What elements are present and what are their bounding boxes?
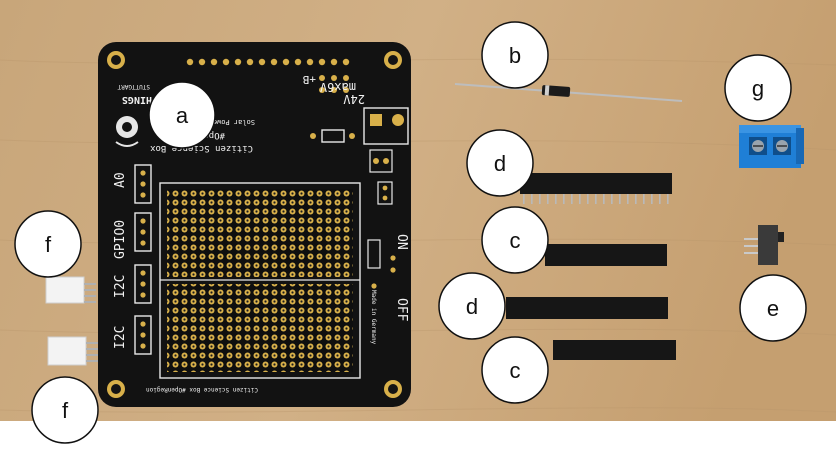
label-f2-text: f xyxy=(62,398,69,423)
made-in-text: Made in Germany xyxy=(370,290,377,345)
label-off: OFF xyxy=(394,298,409,322)
label-g: g xyxy=(724,54,792,122)
screw-terminal xyxy=(739,125,804,168)
top-pad-row xyxy=(186,58,350,66)
pcb-board: THINGS STUTTGART Citizen Science Box #Op… xyxy=(98,42,411,407)
label-e-text: e xyxy=(767,296,779,321)
label-a: a xyxy=(148,81,216,149)
label-e: e xyxy=(739,274,807,342)
label-f-2: f xyxy=(31,376,99,444)
slide-switch xyxy=(744,225,784,265)
header-c-top xyxy=(545,244,667,266)
label-c2-text: c xyxy=(510,358,521,383)
city-text: STUTTGART xyxy=(117,83,150,90)
label-d-1: d xyxy=(466,129,534,197)
prototype-area xyxy=(159,182,361,379)
label-gpio0: GPIO0 xyxy=(113,220,128,259)
label-b: b xyxy=(481,21,549,89)
plus-b-text: +B xyxy=(302,73,316,86)
jst-connector-bottom xyxy=(47,336,98,366)
label-d2-text: d xyxy=(466,294,478,319)
label-i2c-1: I2C xyxy=(113,275,128,298)
label-d-2: d xyxy=(438,272,506,340)
label-d1-text: d xyxy=(494,151,506,176)
label-a-text: a xyxy=(176,103,189,128)
label-c-1: c xyxy=(481,206,549,274)
brand-logo xyxy=(115,116,139,147)
board-title-1: Citizen Science Box xyxy=(149,143,253,153)
voltage-text: 24V xyxy=(343,92,365,106)
label-g-text: g xyxy=(752,76,764,101)
label-c1-text: c xyxy=(510,228,521,253)
header-c-bottom xyxy=(553,340,676,360)
white-border-bottom xyxy=(0,421,836,461)
header-d-bottom xyxy=(506,297,668,319)
diode xyxy=(454,83,683,102)
label-f-1: f xyxy=(14,210,82,278)
footer-text: Citizen Science Box #OpenRegion xyxy=(146,386,258,393)
label-f1-text: f xyxy=(45,232,52,257)
brand-text: THINGS xyxy=(122,94,158,105)
header-d-top xyxy=(520,173,672,204)
label-b-text: b xyxy=(509,43,521,68)
label-on: ON xyxy=(394,234,409,250)
label-i2c-2: I2C xyxy=(113,326,128,349)
label-a0: A0 xyxy=(113,172,128,188)
jst-connector-top xyxy=(45,276,96,304)
label-c-2: c xyxy=(481,336,549,404)
max-voltage-text: max6V xyxy=(320,80,356,94)
side-connectors xyxy=(134,164,152,355)
solar-text: Solar Power xyxy=(209,118,255,126)
